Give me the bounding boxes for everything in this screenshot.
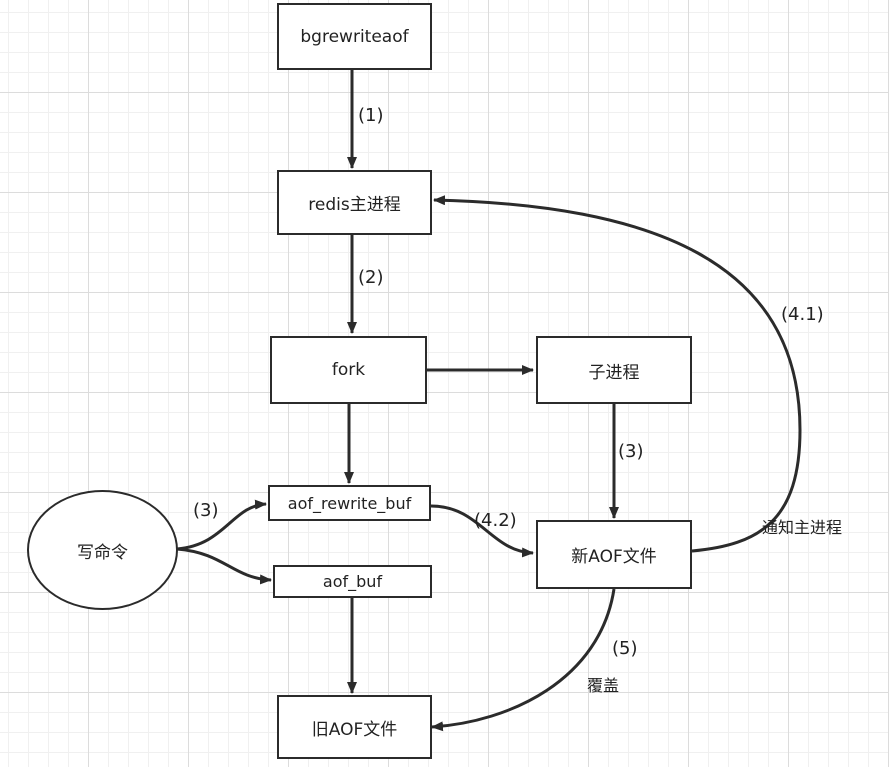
edge-label-step3-child: (3) — [618, 441, 644, 462]
edge-label-step2: (2) — [358, 267, 384, 288]
edge-label-step4-1: (4.1) — [781, 304, 824, 325]
node-fork[interactable]: fork — [270, 336, 427, 404]
edge-label-step5: (5) — [612, 638, 638, 659]
edge-write-to-rewrite-buf — [176, 499, 267, 551]
edge-new-aof-to-redis — [433, 195, 802, 553]
node-child-process[interactable]: 子进程 — [536, 336, 692, 404]
node-bgrewriteaof[interactable]: bgrewriteaof — [277, 3, 432, 70]
node-aof-buf[interactable]: aof_buf — [273, 565, 432, 598]
edge-label-step3-write: (3) — [193, 500, 219, 521]
edge-label-notify-main: 通知主进程 — [762, 518, 843, 537]
edge-rewrite-buf-to-new-aof — [430, 504, 534, 558]
node-write-command[interactable]: 写命令 — [27, 490, 178, 610]
node-aof-rewrite-buf[interactable]: aof_rewrite_buf — [268, 485, 431, 521]
node-new-aof-file[interactable]: 新AOF文件 — [536, 520, 692, 589]
edge-label-step4-2: (4.2) — [474, 510, 517, 531]
edge-new-aof-to-old-aof — [431, 588, 616, 732]
edge-label-step1: (1) — [358, 105, 384, 126]
node-redis-main-process[interactable]: redis主进程 — [277, 170, 432, 235]
edge-label-overwrite: 覆盖 — [587, 676, 620, 695]
node-old-aof-file[interactable]: 旧AOF文件 — [277, 695, 432, 759]
edge-write-to-aof-buf — [176, 547, 272, 585]
